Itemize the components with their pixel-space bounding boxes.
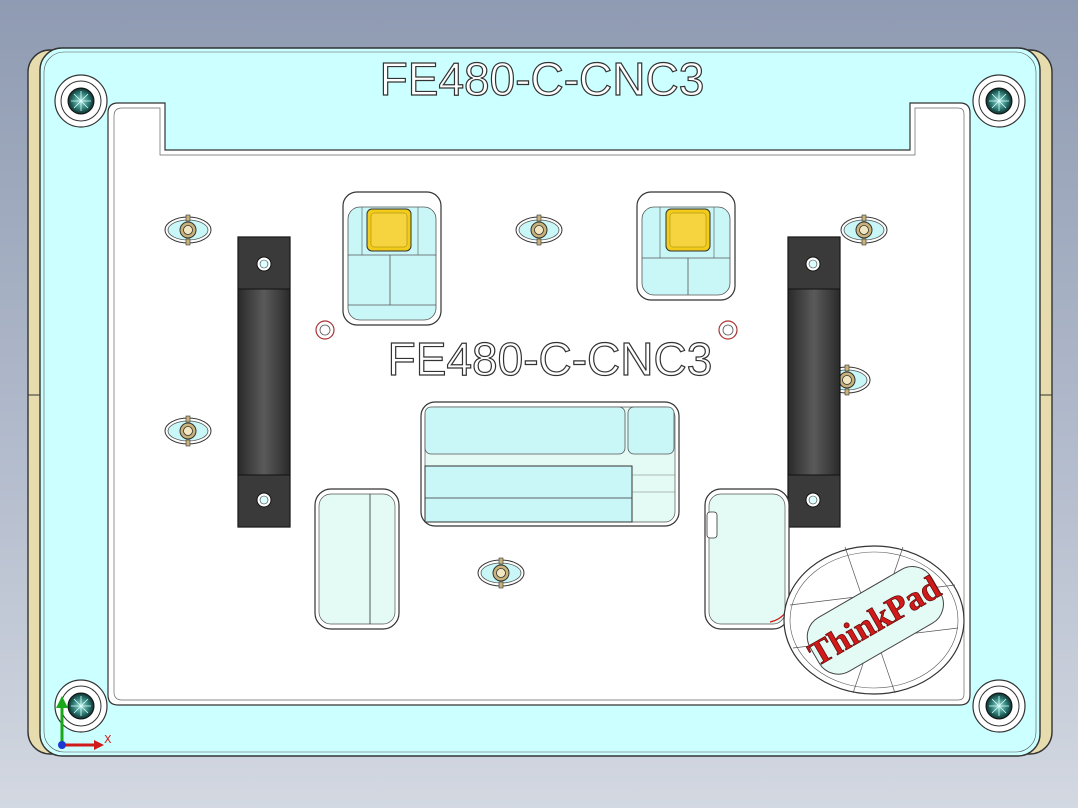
left-clamp-handle[interactable] <box>237 236 291 528</box>
center-connector-pocket[interactable] <box>420 401 680 527</box>
fixture-plate-inner-edge <box>43 51 1037 753</box>
right-button-pocket[interactable] <box>636 191 736 301</box>
corner-screw-icon <box>972 679 1026 733</box>
insert-pocket-step <box>113 107 965 701</box>
corner-screw-icon <box>54 74 108 128</box>
triad-x-arrow-icon <box>94 740 104 750</box>
triad-y-arrow-icon <box>56 696 68 708</box>
top-engraved-label: FE480-C-CNC3 <box>380 53 705 105</box>
view-triad[interactable]: X <box>0 696 112 750</box>
center-engraved-label: FE480-C-CNC3 <box>388 333 713 385</box>
guide-hole-icon <box>319 324 331 336</box>
triad-x-label: X <box>104 733 112 746</box>
thinkpad-logo-pocket[interactable]: ThinkPad <box>783 545 965 695</box>
left-button-pocket[interactable] <box>342 191 442 326</box>
triad-z-axis-icon <box>58 741 66 749</box>
corner-screw-icon <box>972 74 1026 128</box>
lower-left-pocket[interactable] <box>314 488 400 630</box>
right-clamp-handle[interactable] <box>787 236 841 528</box>
guide-hole-icon <box>722 324 734 336</box>
lower-right-pocket[interactable] <box>704 488 790 630</box>
